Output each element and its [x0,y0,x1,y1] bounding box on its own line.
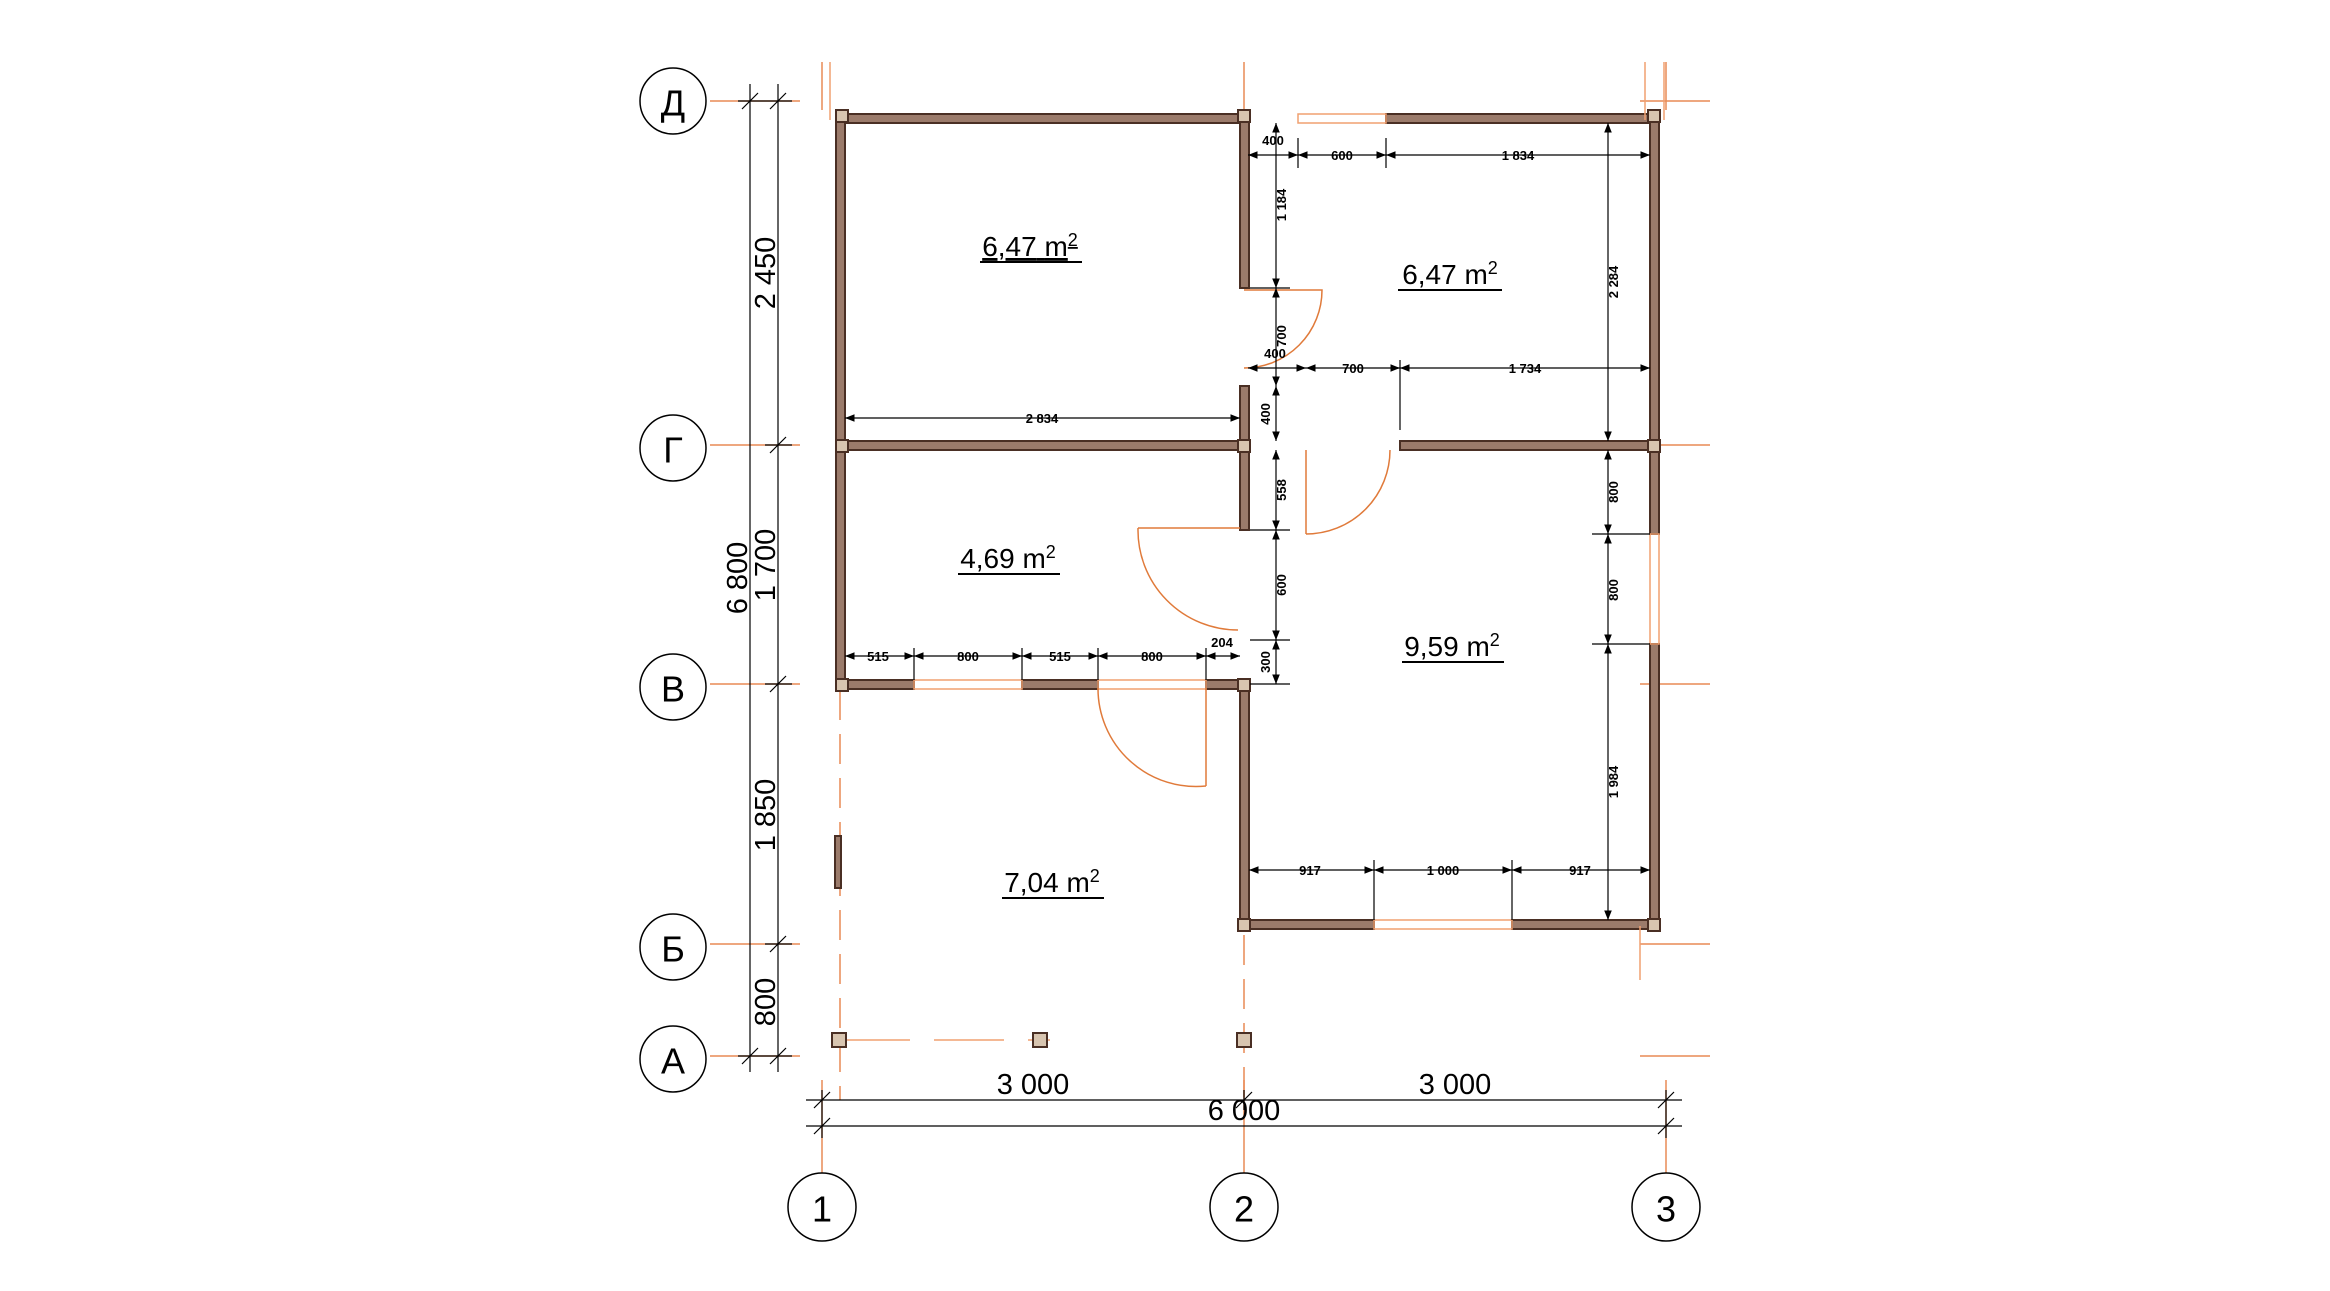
dim-800-a: 800 [957,649,979,664]
dim-600: 600 [1274,574,1289,596]
walls [834,113,1660,931]
dim-800-right-a: 800 [1606,481,1621,503]
dim-917-a: 917 [1299,863,1321,878]
dim-800-right-b: 800 [1606,579,1621,601]
dim-1184: 1 184 [1274,188,1289,221]
axis-label-g: Г [663,430,683,471]
dim-204: 204 [1211,635,1233,650]
dim-400-top: 400 [1262,133,1284,148]
dim-1734-mid: 1 734 [1509,361,1542,376]
windows [829,62,1665,980]
axis-bubbles-rows: Д Г В Б А [639,67,707,1093]
dim-600-top: 600 [1331,148,1353,163]
dim-515-b: 515 [1049,649,1071,664]
dim-col-3000-right: 3 000 [1419,1069,1492,1101]
axis-label-v: В [661,669,685,710]
dim-1000: 1 000 [1427,863,1460,878]
internal-dimension-lines [845,123,1650,920]
dim-515-a: 515 [867,649,889,664]
internal-dimension-text: 400 600 1 834 1 184 2 284 700 400 700 1 … [867,133,1621,878]
dim-700-mid: 700 [1342,361,1364,376]
dim-row-800: 800 [750,978,782,1026]
dim-1834-top: 1 834 [1502,148,1535,163]
dim-800-b: 800 [1141,649,1163,664]
room-area-top-right: 6,47 m2 [1402,258,1498,290]
left-dimension-chains [738,84,792,1072]
dim-700-door: 700 [1274,325,1289,347]
doors [1097,289,1391,788]
axis-label-a: А [661,1041,685,1082]
axis-label-1: 1 [812,1189,832,1230]
dim-400-vert: 400 [1258,403,1273,425]
bottom-dimension-chains [806,1090,1682,1138]
axis-grid-lines [710,62,1710,1175]
dim-row-2450: 2 450 [750,237,782,310]
axis-label-d: Д [661,83,685,124]
dim-400-mid: 400 [1264,346,1286,361]
dim-total-width: 6 000 [1208,1095,1281,1127]
corner-posts [831,109,1661,1048]
dim-2284: 2 284 [1606,265,1621,298]
dim-2834: 2 834 [1026,411,1059,426]
dim-917-b: 917 [1569,863,1591,878]
axis-bubbles-cols: 1 2 3 [787,1170,1701,1242]
room-area-mid-left: 4,69 m2 [960,542,1056,574]
dim-row-1700: 1 700 [750,529,782,602]
axis-label-3: 3 [1656,1189,1676,1230]
room-area-veranda: 7,04 m2 [1004,866,1100,898]
axis-label-b: Б [661,929,685,970]
room-area-right: 9,59 m2 [1404,630,1500,662]
axis-label-2: 2 [1234,1189,1254,1230]
dim-row-1850: 1 850 [750,779,782,852]
dim-total-height: 6 800 [722,542,754,615]
dim-1984: 1 984 [1606,765,1621,798]
dim-col-3000-left: 3 000 [997,1069,1070,1101]
dim-558: 558 [1274,479,1289,501]
dim-300: 300 [1258,651,1273,673]
room-labels: 6,47 m2 6,47 m2 4,69 m2 9,59 m2 7,04 m2 [958,230,1504,899]
room-area-top-left: 6,47 m2 [982,230,1078,262]
